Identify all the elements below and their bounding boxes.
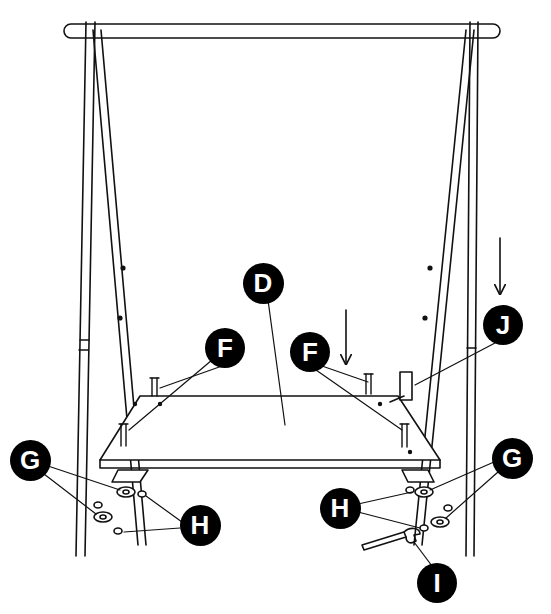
- callout-disc-fill: [205, 328, 245, 368]
- callout-letter: H: [331, 495, 350, 521]
- callout-disc-fill: [290, 332, 330, 372]
- callout-letter: I: [433, 570, 440, 596]
- callout-letter: G: [20, 447, 40, 473]
- callout-disc-fill: [483, 305, 523, 345]
- callout-letter: J: [496, 312, 510, 338]
- callout-circle: F: [290, 332, 330, 372]
- callout-disc-fill: [492, 438, 533, 479]
- callout-disc-fill: [243, 263, 284, 304]
- callout-letter: F: [302, 339, 318, 365]
- callout-letter: D: [254, 270, 273, 296]
- callout-disc-fill: [180, 505, 221, 546]
- callout-circle: D: [243, 263, 284, 304]
- callout-disc-fill: [417, 563, 457, 603]
- callout-disc-fill: [320, 488, 361, 529]
- callout-circle: H: [180, 505, 221, 546]
- callout-circle: G: [492, 438, 533, 479]
- callout-letter: F: [217, 335, 233, 361]
- callout-circle: F: [205, 328, 245, 368]
- callout-circle: H: [320, 488, 361, 529]
- callout-circle: I: [417, 563, 457, 603]
- callout-letter: H: [191, 512, 210, 538]
- callout-disc-fill: [10, 440, 51, 481]
- callout-circle: G: [10, 440, 51, 481]
- callout-circle: J: [483, 305, 523, 345]
- callout-letter: G: [502, 445, 522, 471]
